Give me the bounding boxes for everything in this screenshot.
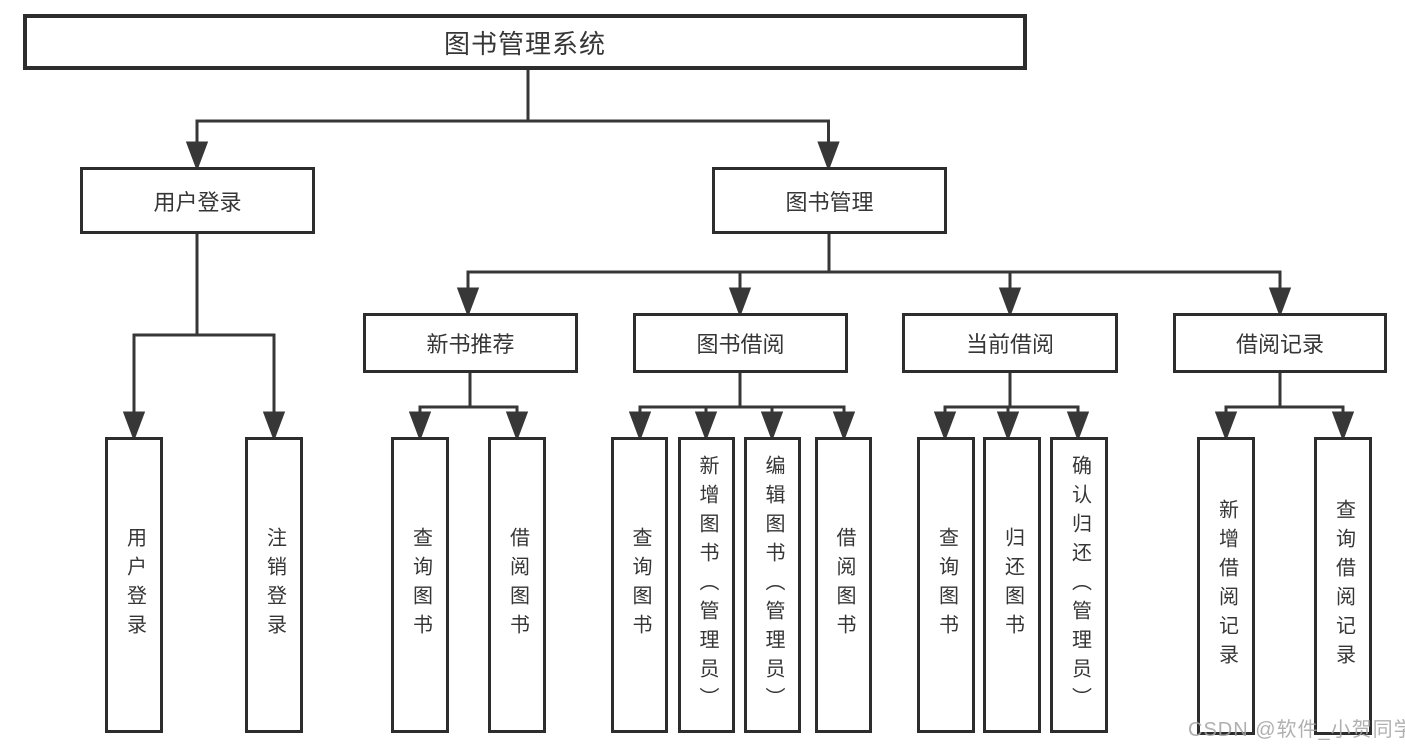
node-current-borrowing: 当前借阅 (902, 313, 1118, 373)
leaf-add-books-admin: 新增图书（管理员） (678, 437, 735, 733)
leaf-query-books-borrow: 查询图书 (611, 437, 668, 733)
node-new-book-recommendation: 新书推荐 (363, 313, 578, 373)
leaf-add-borrow-record: 新增借阅记录 (1197, 437, 1255, 735)
node-borrowing-records: 借阅记录 (1173, 313, 1387, 373)
leaf-query-books-current: 查询图书 (917, 437, 975, 733)
node-book-management: 图书管理 (712, 167, 947, 234)
leaf-confirm-return-admin: 确认归还（管理员） (1050, 437, 1108, 733)
leaf-return-books: 归还图书 (983, 437, 1041, 733)
node-root: 图书管理系统 (23, 14, 1027, 70)
leaf-edit-books-admin: 编辑图书（管理员） (744, 437, 801, 733)
csdn-watermark: CSDN @软件_小贺同学 (1188, 719, 1405, 741)
leaf-query-borrow-record: 查询借阅记录 (1314, 437, 1372, 735)
node-book-borrowing: 图书借阅 (633, 313, 848, 373)
leaf-borrow-books-recommend: 借阅图书 (488, 437, 546, 733)
leaf-user-login: 用户登录 (105, 437, 163, 733)
leaf-logout: 注销登录 (245, 437, 303, 733)
leaf-borrow-books: 借阅图书 (815, 437, 872, 733)
leaf-query-books-recommend: 查询图书 (391, 437, 449, 733)
node-user-login: 用户登录 (80, 167, 315, 234)
